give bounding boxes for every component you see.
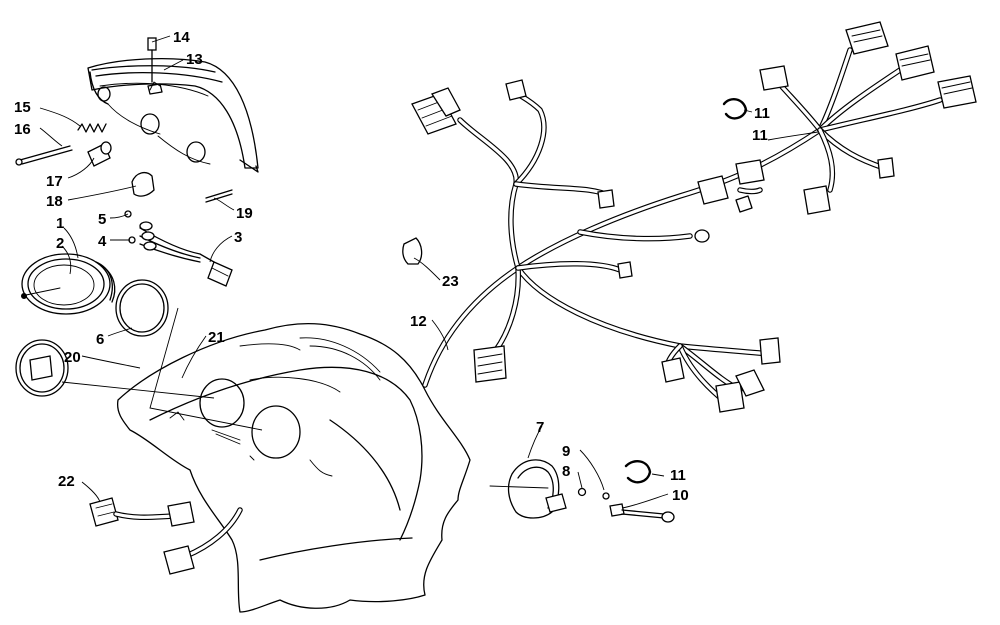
callouts: 14 13 15 16 17 18 19 1 2 5 4 3 6 20 21 2… [14,29,770,504]
callout-9: 9 [562,443,570,460]
callout-10: 10 [672,487,689,504]
headlight-harness [759,21,977,193]
adjuster-screw [15,145,73,166]
callout-11-upper: 11 [754,105,770,122]
callout-23: 22 [58,473,75,490]
wire-tie [205,189,233,203]
callout-2: 2 [56,235,64,252]
harness-retainer [402,237,423,265]
switch [609,503,675,523]
callout-15: 14 [173,29,190,46]
main-wiring-harness [411,79,831,413]
callout-3: 3 [234,229,242,246]
headlight-clip [147,37,157,83]
adjuster-spring [77,123,107,133]
callout-13: 12 [410,313,427,330]
callout-6: 6 [96,331,104,348]
callout-14: 13 [186,51,203,68]
callout-19: 18 [46,193,63,210]
callout-20: 19 [236,205,253,222]
bulb-socket [87,141,112,167]
headlight-housing [87,57,259,173]
callout-1: 1 [56,215,64,232]
washer [602,492,610,500]
callout-5: 5 [98,211,106,228]
switch-plate [489,459,567,519]
callout-8: 8 [562,463,570,480]
callout-4: 4 [98,233,107,250]
callout-16: 15 [14,99,31,116]
callout-18: 17 [46,173,63,190]
accessory-harness [89,497,243,575]
callout-17: 16 [14,121,31,138]
callout-22: 21 [208,329,225,346]
callout-11-lower: 11 [670,467,686,484]
wire-clamp-lower [624,460,652,484]
gauge-cover [15,339,69,397]
nut [577,487,587,497]
dash-panel [116,322,471,613]
gauge-bezel-ring [115,279,169,337]
callout-21: 20 [64,349,81,366]
callout-12: 11 [752,127,768,144]
gauge-lamp-harness [124,210,233,287]
callout-24: 23 [442,273,459,290]
callout-7: 7 [536,419,544,436]
wire-clamp-upper [722,98,748,120]
speedometer [21,253,116,315]
rubber-boot [131,171,155,197]
leader-lines [39,35,819,509]
